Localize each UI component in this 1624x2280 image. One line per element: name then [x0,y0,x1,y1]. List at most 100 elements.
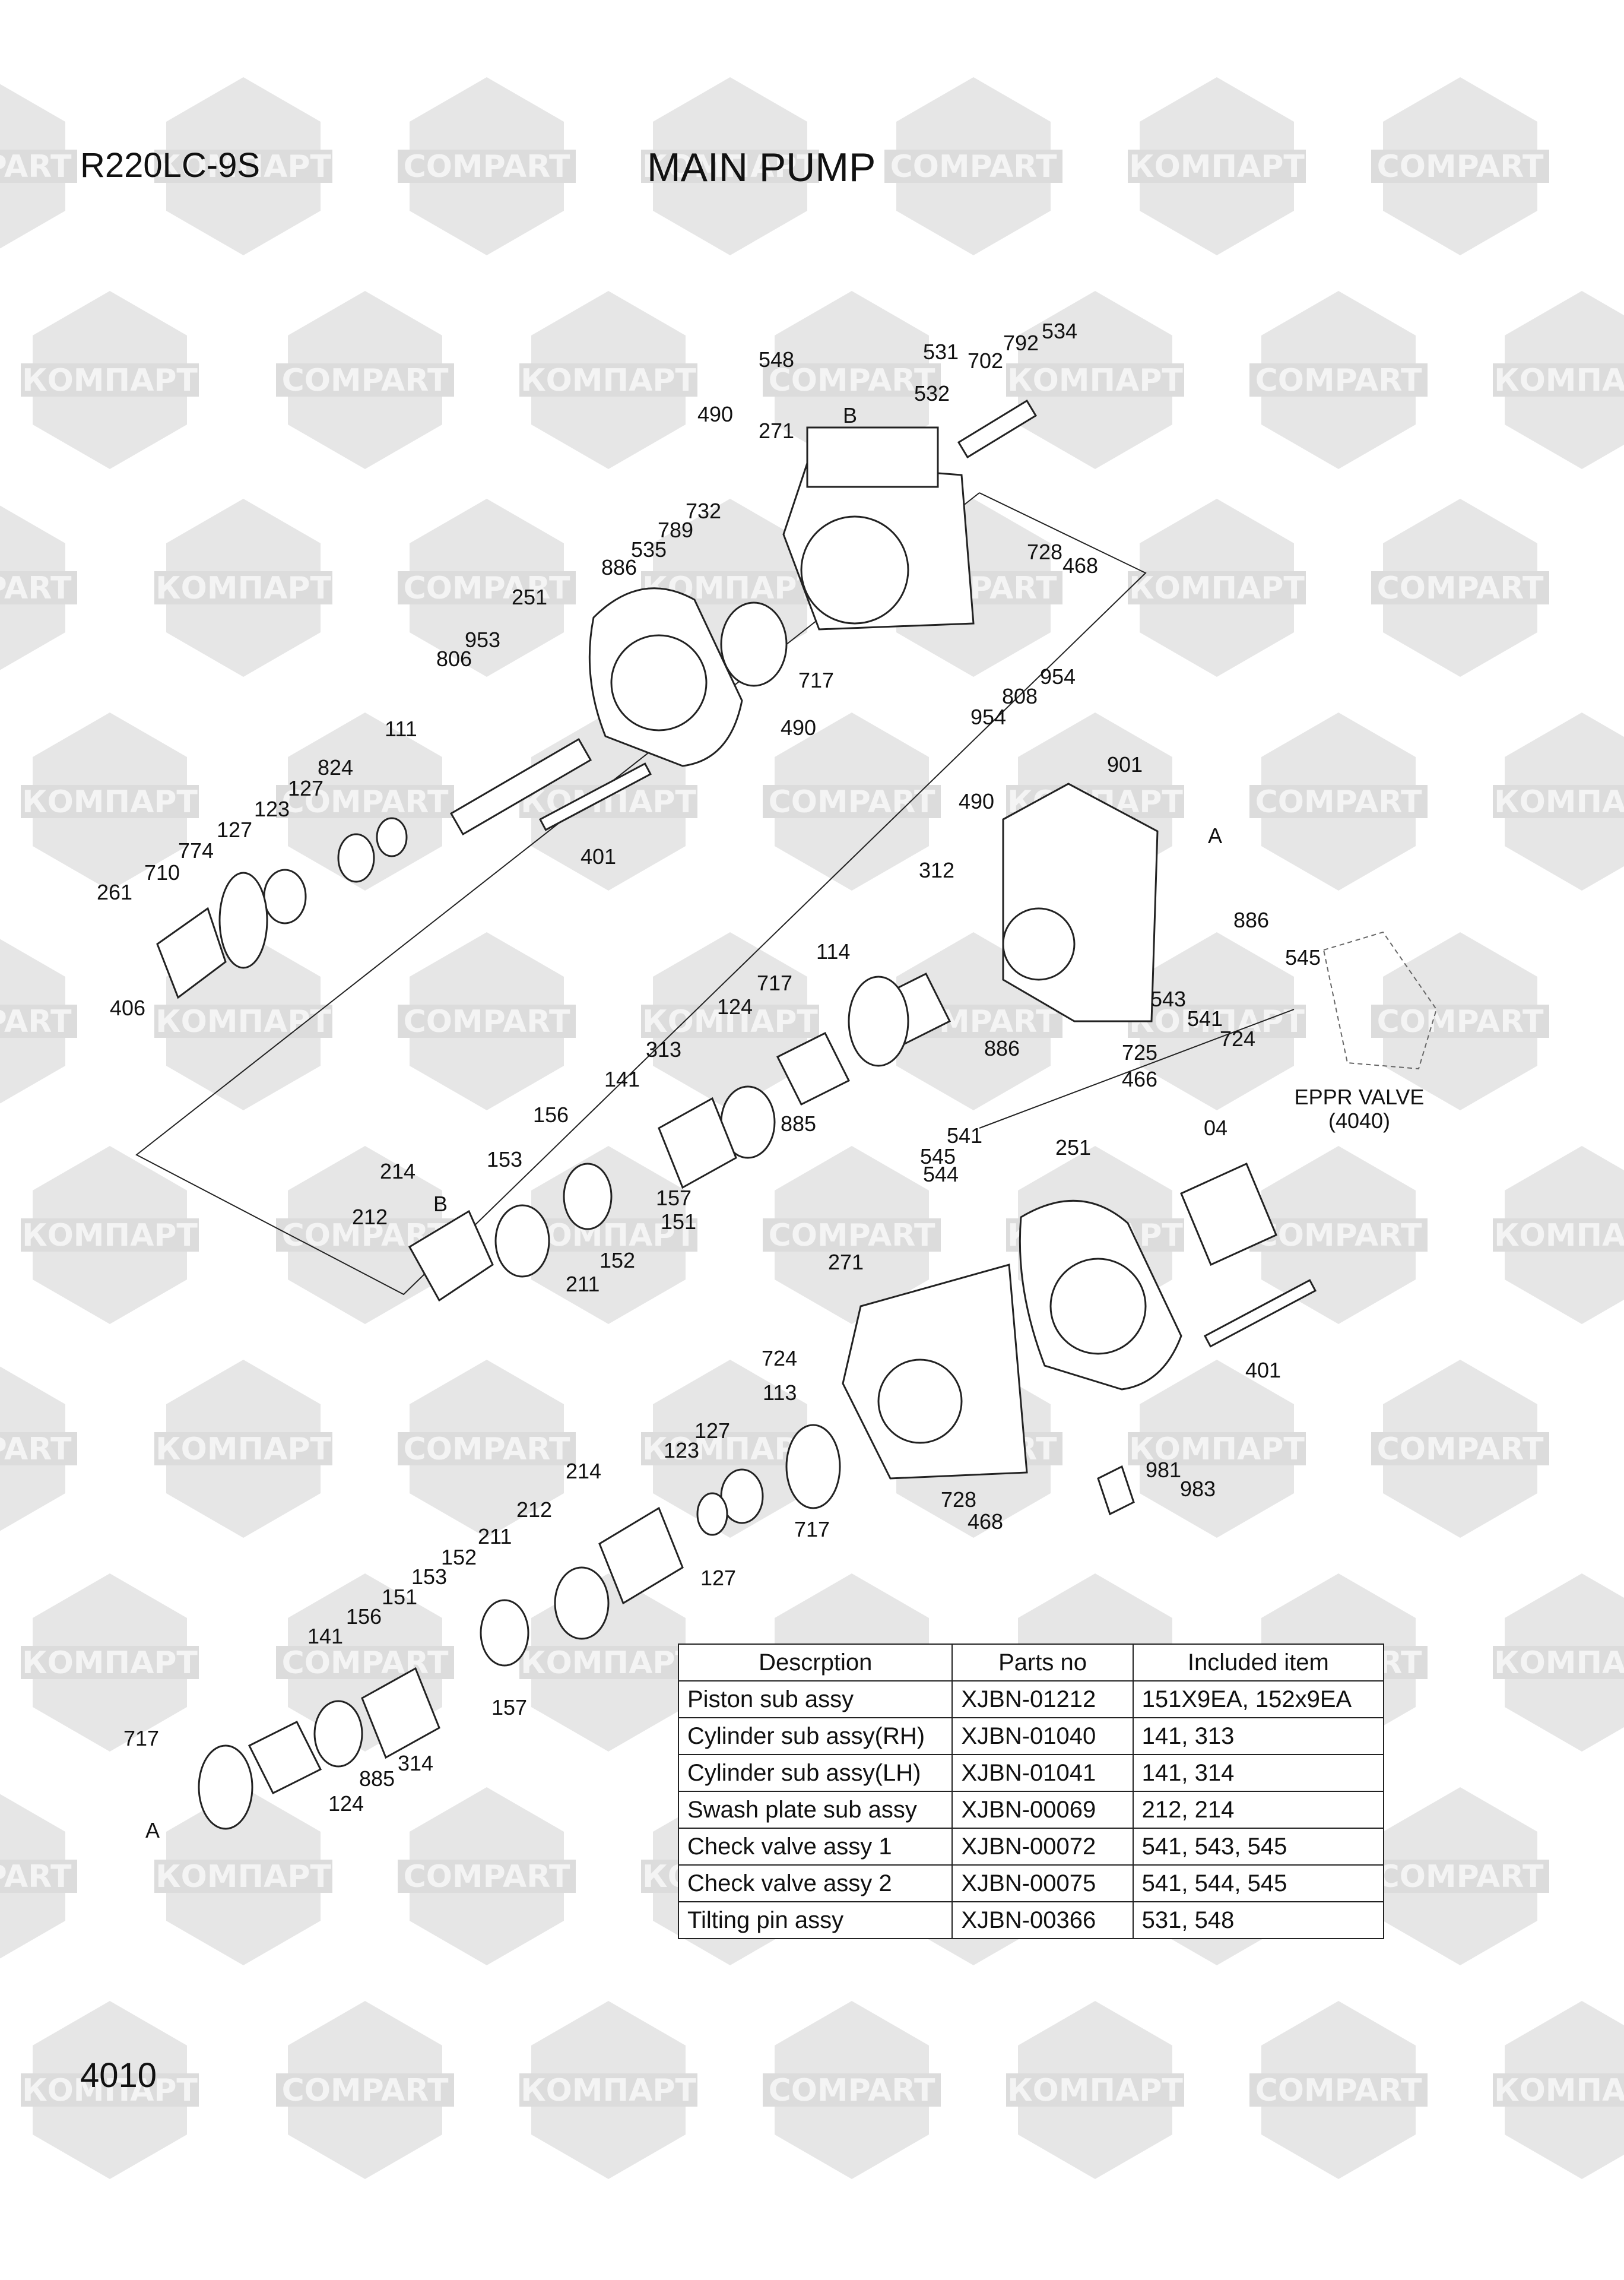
col-header-parts-no: Parts no [951,1644,1134,1682]
callout-152-upper: 152 [600,1248,635,1272]
o-ring-717-lower [785,1424,841,1509]
parts-table: Descrption Parts no Included item Piston… [677,1644,1385,1939]
table-row: Piston sub assy XJBN-01212 151X9EA, 152x… [677,1680,1385,1718]
watermark-text: КОМПАРТ [22,1218,198,1253]
cell-description: Cylinder sub assy(LH) [677,1754,953,1792]
cell-included-item: 212, 214 [1132,1791,1385,1829]
callout-211-lower: 211 [478,1524,512,1548]
callout-490-lower: 490 [959,789,994,813]
watermark-text: COMPART [1255,784,1422,820]
cell-included-item: 531, 548 [1132,1901,1385,1939]
cell-description: Tilting pin assy [677,1901,953,1939]
watermark-text: КОМПАРТ [156,149,331,185]
housing-271-upper [782,426,975,631]
callout-824: 824 [318,755,353,780]
o-ring-717-upper [720,601,788,687]
callout-111: 111 [385,717,417,741]
name-plate-981 [1097,1465,1135,1516]
callout-541-b: 541 [947,1123,982,1148]
watermark-text: КОМПАРТ [521,2073,696,2108]
o-ring-710 [218,872,268,969]
watermark-text: COMPART [769,784,935,820]
o-ring-717-mid [848,976,909,1067]
callout-535: 535 [631,537,667,562]
watermark-text: COMPART [282,2073,449,2108]
eppr-connector-line [979,1009,1295,1129]
callout-490-top: 490 [697,402,733,426]
callout-534: 534 [1042,319,1077,343]
callout-A-upper: A [1208,824,1222,848]
cell-parts-no: XJBN-00366 [951,1901,1134,1939]
callout-212-upper: 212 [352,1205,388,1229]
cell-included-item: 141, 314 [1132,1754,1385,1792]
seal-774 [263,869,307,924]
seal-cover-261 [156,907,227,999]
col-header-description: Descrption [677,1644,953,1682]
callout-983: 983 [1180,1477,1216,1501]
callout-124-upper: 124 [717,995,753,1019]
callout-885-lower: 885 [359,1766,395,1791]
callout-141-upper: 141 [604,1067,640,1091]
callout-152-lower: 152 [441,1545,477,1569]
cell-included-item: 541, 543, 545 [1132,1828,1385,1866]
watermark-text: КОМПАРТ [1494,784,1624,820]
assembly-outline-upper [135,492,1147,1296]
watermark-text: КОМПАРТ [521,1645,696,1681]
watermark-text: COMPART [0,1859,72,1895]
callout-141-lower: 141 [307,1624,343,1648]
watermark-text: COMPART [890,149,1057,185]
callout-545-a: 545 [1285,945,1321,970]
callout-728-upper: 728 [1027,540,1062,564]
callout-156-upper: 156 [533,1103,569,1127]
callout-710: 710 [144,860,180,885]
callout-157-upper: 157 [656,1186,692,1210]
watermark-text: КОМПАРТ [521,1218,696,1253]
callout-728-lower: 728 [941,1487,976,1512]
table-row: Check valve assy 1 XJBN-00072 541, 543, … [677,1828,1385,1866]
watermark-text: COMPART [769,1218,935,1253]
callout-724-b: 724 [762,1346,797,1370]
callout-401-upper: 401 [581,844,616,869]
ring-127-lower [696,1492,728,1536]
callout-808: 808 [1002,684,1038,708]
callout-271-upper: 271 [759,419,794,443]
bearing-123-upper [337,833,375,883]
callout-211-upper: 211 [566,1272,600,1296]
watermark-text: COMPART [0,1004,72,1040]
watermark-text: КОМПАРТ [1494,1645,1624,1681]
callout-466: 466 [1122,1067,1157,1091]
callout-127-b: 127 [217,818,252,842]
eppr-valve-label: EPPR VALVE [1295,1085,1425,1109]
watermark-text: КОМПАРТ [1007,2073,1183,2108]
table-row: Cylinder sub assy(RH) XJBN-01040 141, 31… [677,1717,1385,1755]
callout-954-b: 954 [970,705,1006,729]
watermark-text: КОМПАРТ [156,1859,331,1895]
watermark-text: COMPART [1377,1859,1544,1895]
callout-886-mid: 886 [1233,908,1269,932]
callout-490-mid: 490 [781,715,816,740]
adjust-screw-532 [957,399,1038,459]
valve-block-312 [1002,783,1159,1022]
watermark-text: КОМПАРТ [156,1004,331,1040]
watermark-text: КОМПАРТ [1129,571,1305,606]
bolt-401-upper [538,762,652,831]
watermark-text: COMPART [404,1432,570,1467]
callout-953-upper: 953 [465,628,500,652]
shoe-plate-211-lower [554,1566,610,1640]
callout-886-lower: 886 [984,1036,1020,1060]
table-row: Check valve assy 2 XJBN-00075 541, 544, … [677,1864,1385,1902]
cell-description: Cylinder sub assy(RH) [677,1717,953,1755]
callout-114: 114 [816,939,850,964]
watermark-text: КОМПАРТ [642,149,818,185]
o-ring-717-left [198,1744,253,1830]
watermark-text: COMPART [282,784,449,820]
swash-plate-212-upper [408,1209,494,1302]
callout-314: 314 [398,1751,433,1775]
gear-pump-04 [1180,1162,1277,1266]
retainer-153-upper [563,1163,613,1230]
eppr-valve-outline [1322,931,1438,1070]
callout-153-lower: 153 [411,1565,447,1589]
model-number: R220LC-9S [80,146,261,185]
callout-156-lower: 156 [346,1604,382,1629]
